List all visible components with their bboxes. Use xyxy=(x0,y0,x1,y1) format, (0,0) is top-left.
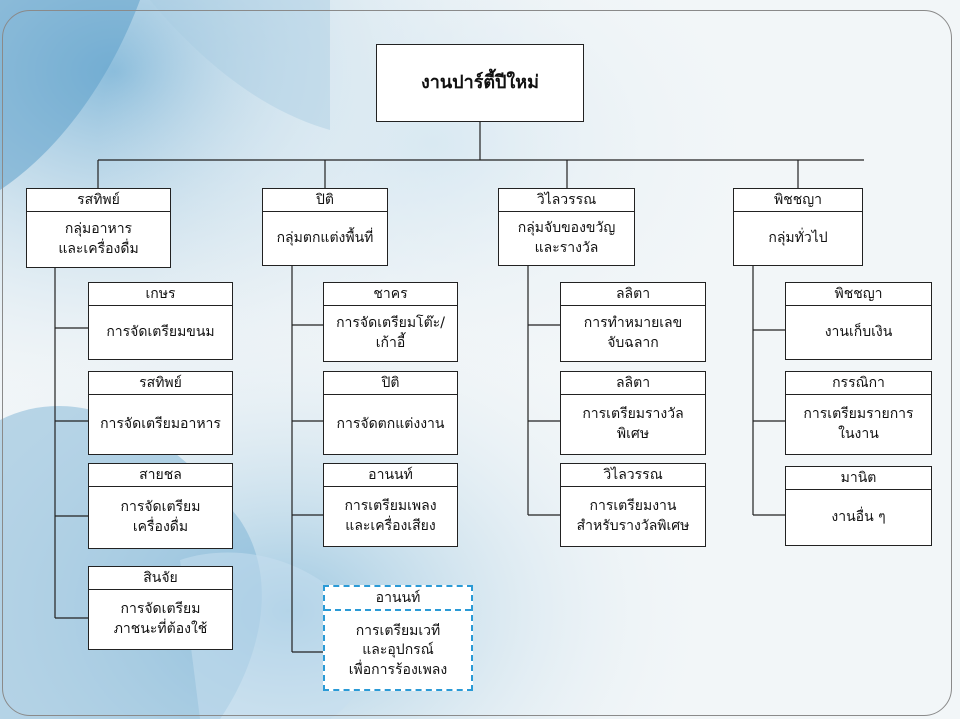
group-leader: ปิติ xyxy=(263,189,387,212)
task-person: กรรณิกา xyxy=(786,372,931,395)
task-box: สินจัย การจัดเตรียม ภาชนะที่ต้องใช้ xyxy=(88,566,233,650)
task-box: ชาคร การจัดเตรียมโต๊ะ/ เก้าอี้ xyxy=(323,282,458,362)
task-text: การจัดตกแต่งงาน xyxy=(336,416,445,433)
task-text: การจัดเตรียม เครื่องดื่ม xyxy=(120,499,201,535)
task-person: ลลิตา xyxy=(561,372,705,395)
task-person: เกษร xyxy=(89,283,232,306)
group-box-gifts: วิไลวรรณ กลุ่มจับของขวัญ และรางวัล xyxy=(498,188,635,266)
task-text: การทำหมายเลข จับฉลาก xyxy=(583,315,683,351)
task-box: กรรณิกา การเตรียมรายการ ในงาน xyxy=(785,371,932,455)
task-box: สายชล การจัดเตรียม เครื่องดื่ม xyxy=(88,463,233,549)
group-leader: พิชชญา xyxy=(734,189,862,212)
task-person: มานิต xyxy=(786,467,931,490)
task-text: การจัดเตรียมขนม xyxy=(106,324,215,341)
task-person: รสทิพย์ xyxy=(89,372,232,395)
group-name: กลุ่มทั่วไป xyxy=(768,230,828,247)
task-person: พิชชญา xyxy=(786,283,931,306)
task-person: สินจัย xyxy=(89,567,232,590)
task-text: การจัดเตรียม ภาชนะที่ต้องใช้ xyxy=(113,601,208,637)
task-person: อานนท์ xyxy=(324,464,457,487)
task-person: ปิติ xyxy=(324,372,457,395)
task-person: วิไลวรรณ xyxy=(561,464,705,487)
task-box: มานิต งานอื่น ๆ xyxy=(785,466,932,546)
root-title: งานปาร์ตี้ปีใหม่ xyxy=(420,71,540,93)
group-name: กลุ่มจับของขวัญ และรางวัล xyxy=(517,220,616,256)
task-text: การจัดเตรียมโต๊ะ/ เก้าอี้ xyxy=(336,315,445,351)
group-name: กลุ่มตกแต่งพื้นที่ xyxy=(276,230,374,247)
task-box: ปิติ การจัดตกแต่งงาน xyxy=(323,371,458,455)
group-leader: รสทิพย์ xyxy=(27,189,170,212)
group-leader: วิไลวรรณ xyxy=(499,189,634,212)
task-text: งานเก็บเงิน xyxy=(824,324,893,341)
task-text: การเตรียมรางวัล พิเศษ xyxy=(582,406,684,442)
task-text: การเตรียมเพลง และเครื่องเสียง xyxy=(344,498,437,534)
group-name: กลุ่มอาหาร และเครื่องดื่ม xyxy=(58,221,139,257)
task-person: อานนท์ xyxy=(325,587,471,611)
task-text: การเตรียมงาน สำหรับรางวัลพิเศษ xyxy=(576,498,690,534)
task-text: การเตรียมเวที และอุปกรณ์ เพื่อการร้องเพล… xyxy=(348,622,448,678)
task-person: ลลิตา xyxy=(561,283,705,306)
group-box-food: รสทิพย์ กลุ่มอาหาร และเครื่องดื่ม xyxy=(26,188,171,268)
task-box-dashed: อานนท์ การเตรียมเวที และอุปกรณ์ เพื่อการ… xyxy=(323,585,473,691)
group-box-general: พิชชญา กลุ่มทั่วไป xyxy=(733,188,863,266)
task-person: ชาคร xyxy=(324,283,457,306)
task-box: อานนท์ การเตรียมเพลง และเครื่องเสียง xyxy=(323,463,458,547)
task-box: ลลิตา การทำหมายเลข จับฉลาก xyxy=(560,282,706,362)
task-box: รสทิพย์ การจัดเตรียมอาหาร xyxy=(88,371,233,455)
task-box: ลลิตา การเตรียมรางวัล พิเศษ xyxy=(560,371,706,455)
task-text: การเตรียมรายการ ในงาน xyxy=(803,406,914,442)
task-box: วิไลวรรณ การเตรียมงาน สำหรับรางวัลพิเศษ xyxy=(560,463,706,547)
task-box: เกษร การจัดเตรียมขนม xyxy=(88,282,233,360)
group-box-decoration: ปิติ กลุ่มตกแต่งพื้นที่ xyxy=(262,188,388,266)
task-person: สายชล xyxy=(89,464,232,487)
task-text: การจัดเตรียมอาหาร xyxy=(100,416,221,433)
root-node: งานปาร์ตี้ปีใหม่ xyxy=(376,44,584,122)
task-text: งานอื่น ๆ xyxy=(831,509,886,526)
task-box: พิชชญา งานเก็บเงิน xyxy=(785,282,932,360)
